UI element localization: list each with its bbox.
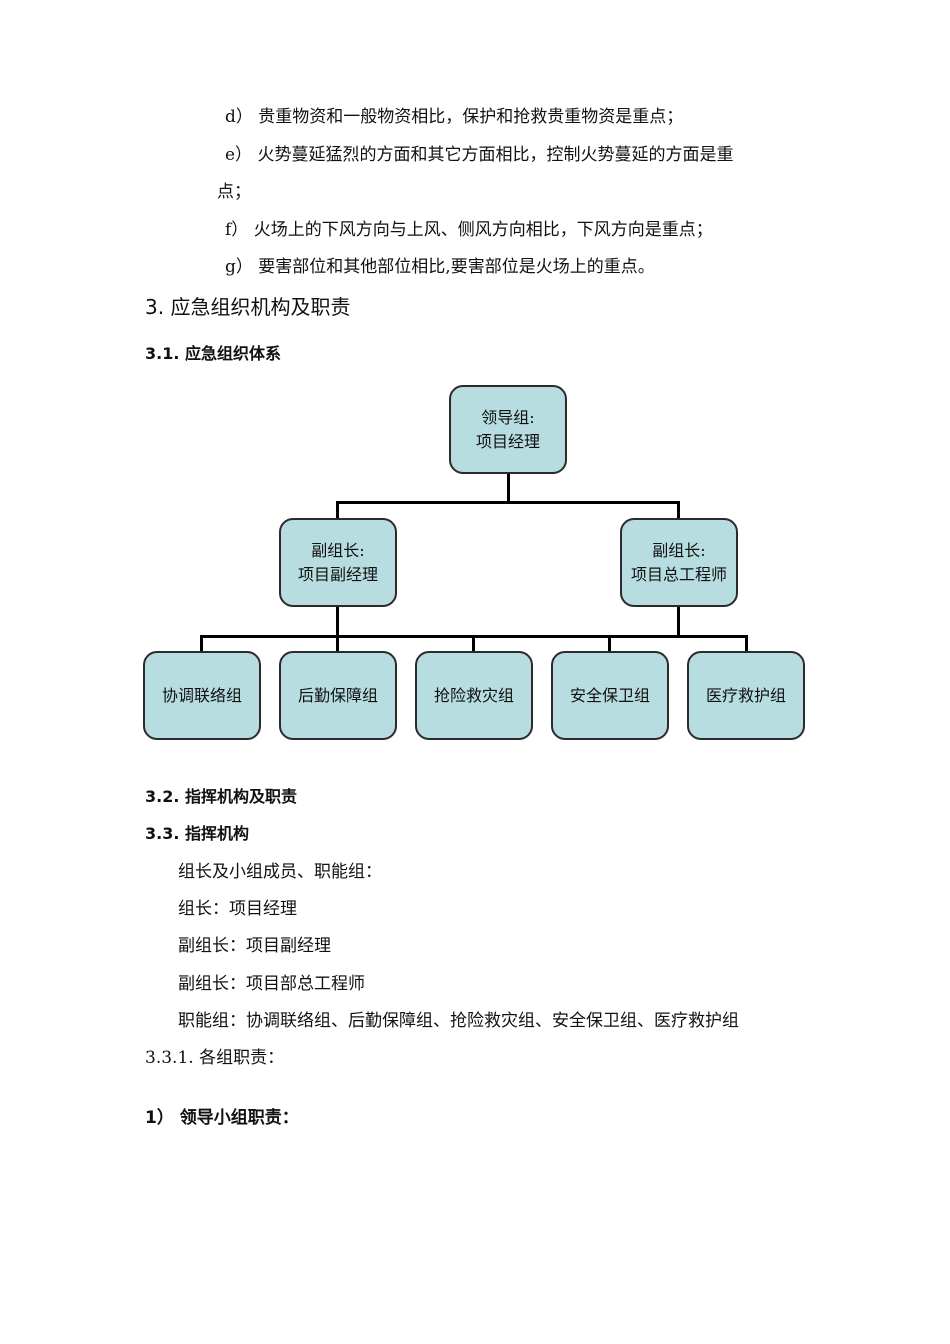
section-3-3-line: 副组长：项目副经理 [178,936,331,956]
org-box-group-label: 抢险救灾组 [433,685,514,705]
org-box-deputy-right-name: 项目总工程师 [630,564,727,584]
section-3-3-line: 副组长：项目部总工程师 [178,974,365,994]
org-box-group-label: 后勤保障组 [297,685,378,705]
connector-deputy-left [336,501,339,519]
connector-deputy-left-down [336,606,339,637]
connector-leader-down [507,473,510,502]
connector-deputy-right [677,501,680,519]
connector-group-2 [336,635,339,652]
connector-group-3 [472,635,475,652]
item-1-heading: 1） 领导小组职责： [145,1108,299,1128]
org-box-deputy-left: 副组长: 项目副经理 [279,518,397,607]
list-item-e: e） 火势蔓延猛烈的方面和其它方面相比，控制火势蔓延的方面是重 [225,145,734,165]
org-box-group: 协调联络组 [143,651,261,740]
section-3-3-1-heading: 3.3.1. 各组职责： [145,1048,285,1068]
org-box-leader-role: 领导组: [481,407,535,427]
connector-group-5 [745,635,748,652]
section-3-heading: 3. 应急组织机构及职责 [145,295,351,319]
org-box-deputy-right: 副组长: 项目总工程师 [620,518,738,607]
org-box-group-label: 医疗救护组 [705,685,786,705]
org-box-deputy-right-role: 副组长: [652,540,706,560]
connector-group-4 [608,635,611,652]
section-3-3-line: 组长及小组成员、职能组： [178,862,382,882]
org-box-group: 安全保卫组 [551,651,669,740]
connector-deputy-right-down [677,606,680,637]
section-3-3-line: 职能组：协调联络组、后勤保障组、抢险救灾组、安全保卫组、医疗救护组 [178,1011,739,1031]
org-box-leader: 领导组: 项目经理 [449,385,567,474]
section-3-2-heading: 3.2. 指挥机构及职责 [145,787,297,806]
org-box-group: 后勤保障组 [279,651,397,740]
section-3-3-line: 组长：项目经理 [178,899,297,919]
org-box-leader-name: 项目经理 [475,431,540,451]
org-box-group: 医疗救护组 [687,651,805,740]
org-box-deputy-left-name: 项目副经理 [297,564,378,584]
section-3-1-heading: 3.1. 应急组织体系 [145,344,281,363]
org-box-group-label: 协调联络组 [161,685,242,705]
list-item-e-continued: 点； [217,182,251,202]
org-box-deputy-left-role: 副组长: [311,540,365,560]
org-box-group: 抢险救灾组 [415,651,533,740]
connector-deputies-bar [336,501,680,504]
list-item-g: g） 要害部位和其他部位相比,要害部位是火场上的重点。 [225,257,655,277]
org-box-group-label: 安全保卫组 [569,685,650,705]
section-3-3-heading: 3.3. 指挥机构 [145,824,249,843]
list-item-d: d） 贵重物资和一般物资相比，保护和抢救贵重物资是重点； [225,107,684,127]
list-item-f: f） 火场上的下风方向与上风、侧风方向相比，下风方向是重点； [225,220,713,240]
connector-group-1 [200,635,203,652]
